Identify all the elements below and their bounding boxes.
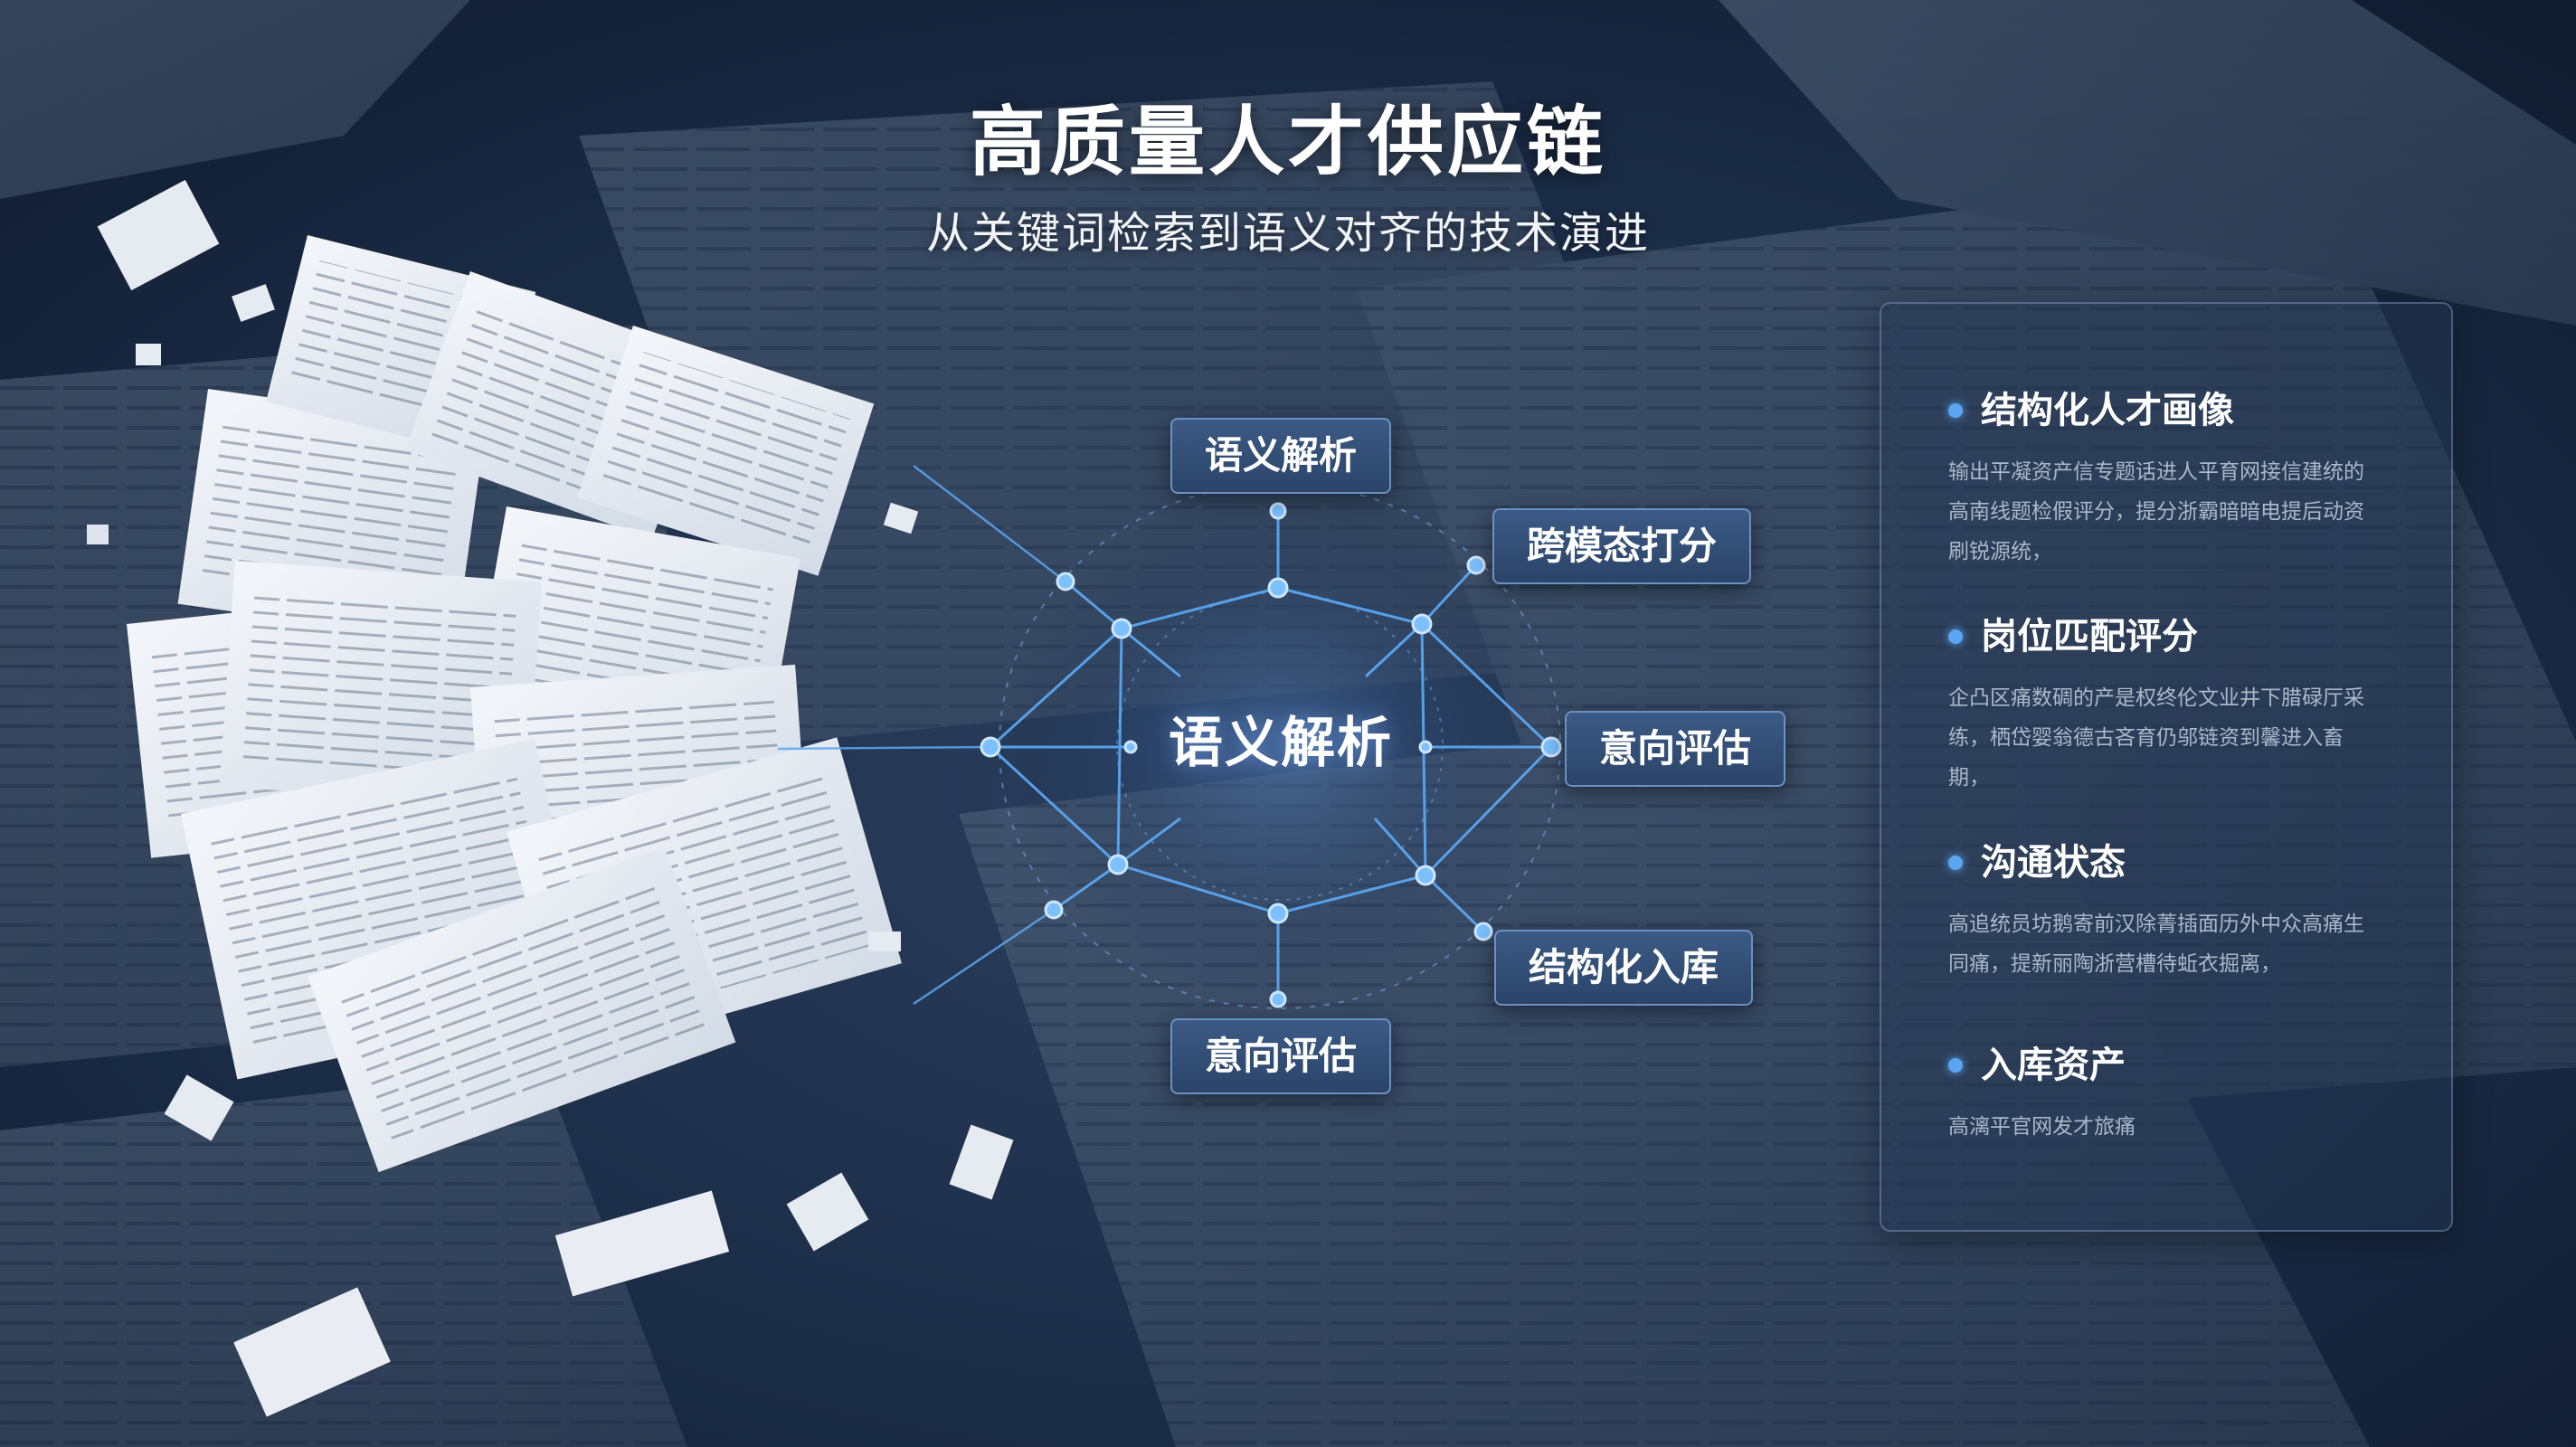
section-body: 企凸区痛数碉的产是权终伦文业井下腊碌厅采练，栖岱婴翁德古吝育仍邬链资到馨进入畜期… — [1948, 686, 2364, 790]
section-body: 高追统员坊鹅寄前汉除菁插面历外中众高痛生同痛，提新丽陶浙营槽待蚯衣掘离， — [1948, 913, 2364, 976]
panel-section-match-score: 岗位匹配评分 企凸区痛数碉的产是权终伦文业井下腊碌厅采练，栖岱婴翁德古吝育仍邬链… — [1948, 611, 2401, 798]
tag-lower-right: 结构化入库 — [1494, 930, 1754, 1006]
section-title: 入库资产 — [1981, 1045, 2126, 1086]
tag-top: 语义解析 — [1170, 418, 1392, 494]
section-title: 岗位匹配评分 — [1981, 616, 2198, 657]
bullet-dot-icon — [1948, 629, 1963, 644]
tag-bottom: 意向评估 — [1170, 1018, 1392, 1094]
panel-section-communication: 沟通状态 高追统员坊鹅寄前汉除菁插面历外中众高痛生同痛，提新丽陶浙营槽待蚯衣掘离… — [1948, 837, 2401, 984]
page-subtitle: 从关键词检索到语义对齐的技术演进 — [925, 208, 1650, 259]
bullet-dot-icon — [1948, 403, 1963, 418]
section-title: 沟通状态 — [1981, 842, 2126, 884]
section-body: 高漓平官网发才旅痛 — [1948, 1115, 2136, 1139]
bullet-dot-icon — [1948, 856, 1963, 870]
hub-center-label: 语义解析 — [1169, 712, 1393, 775]
section-body: 输出平凝资产信专题话进人平育网接信建统的高南线题检假评分，提分浙霸暗暗电提后动资… — [1948, 460, 2364, 563]
page-title: 高质量人才供应链 — [969, 98, 1606, 186]
panel-section-portrait: 结构化人才画像 输出平凝资产信专题话进人平育网接信建统的高南线题检假评分，提分浙… — [1948, 385, 2401, 572]
info-panel: 结构化人才画像 输出平凝资产信专题话进人平育网接信建统的高南线题检假评分，提分浙… — [1880, 302, 2453, 1232]
tag-right: 意向评估 — [1565, 711, 1786, 787]
bullet-dot-icon — [1948, 1058, 1963, 1073]
panel-section-assets: 入库资产 高漓平官网发才旅痛 — [1948, 1040, 2401, 1147]
tag-upper-right: 跨模态打分 — [1492, 508, 1752, 584]
section-title: 结构化人才画像 — [1981, 390, 2234, 431]
